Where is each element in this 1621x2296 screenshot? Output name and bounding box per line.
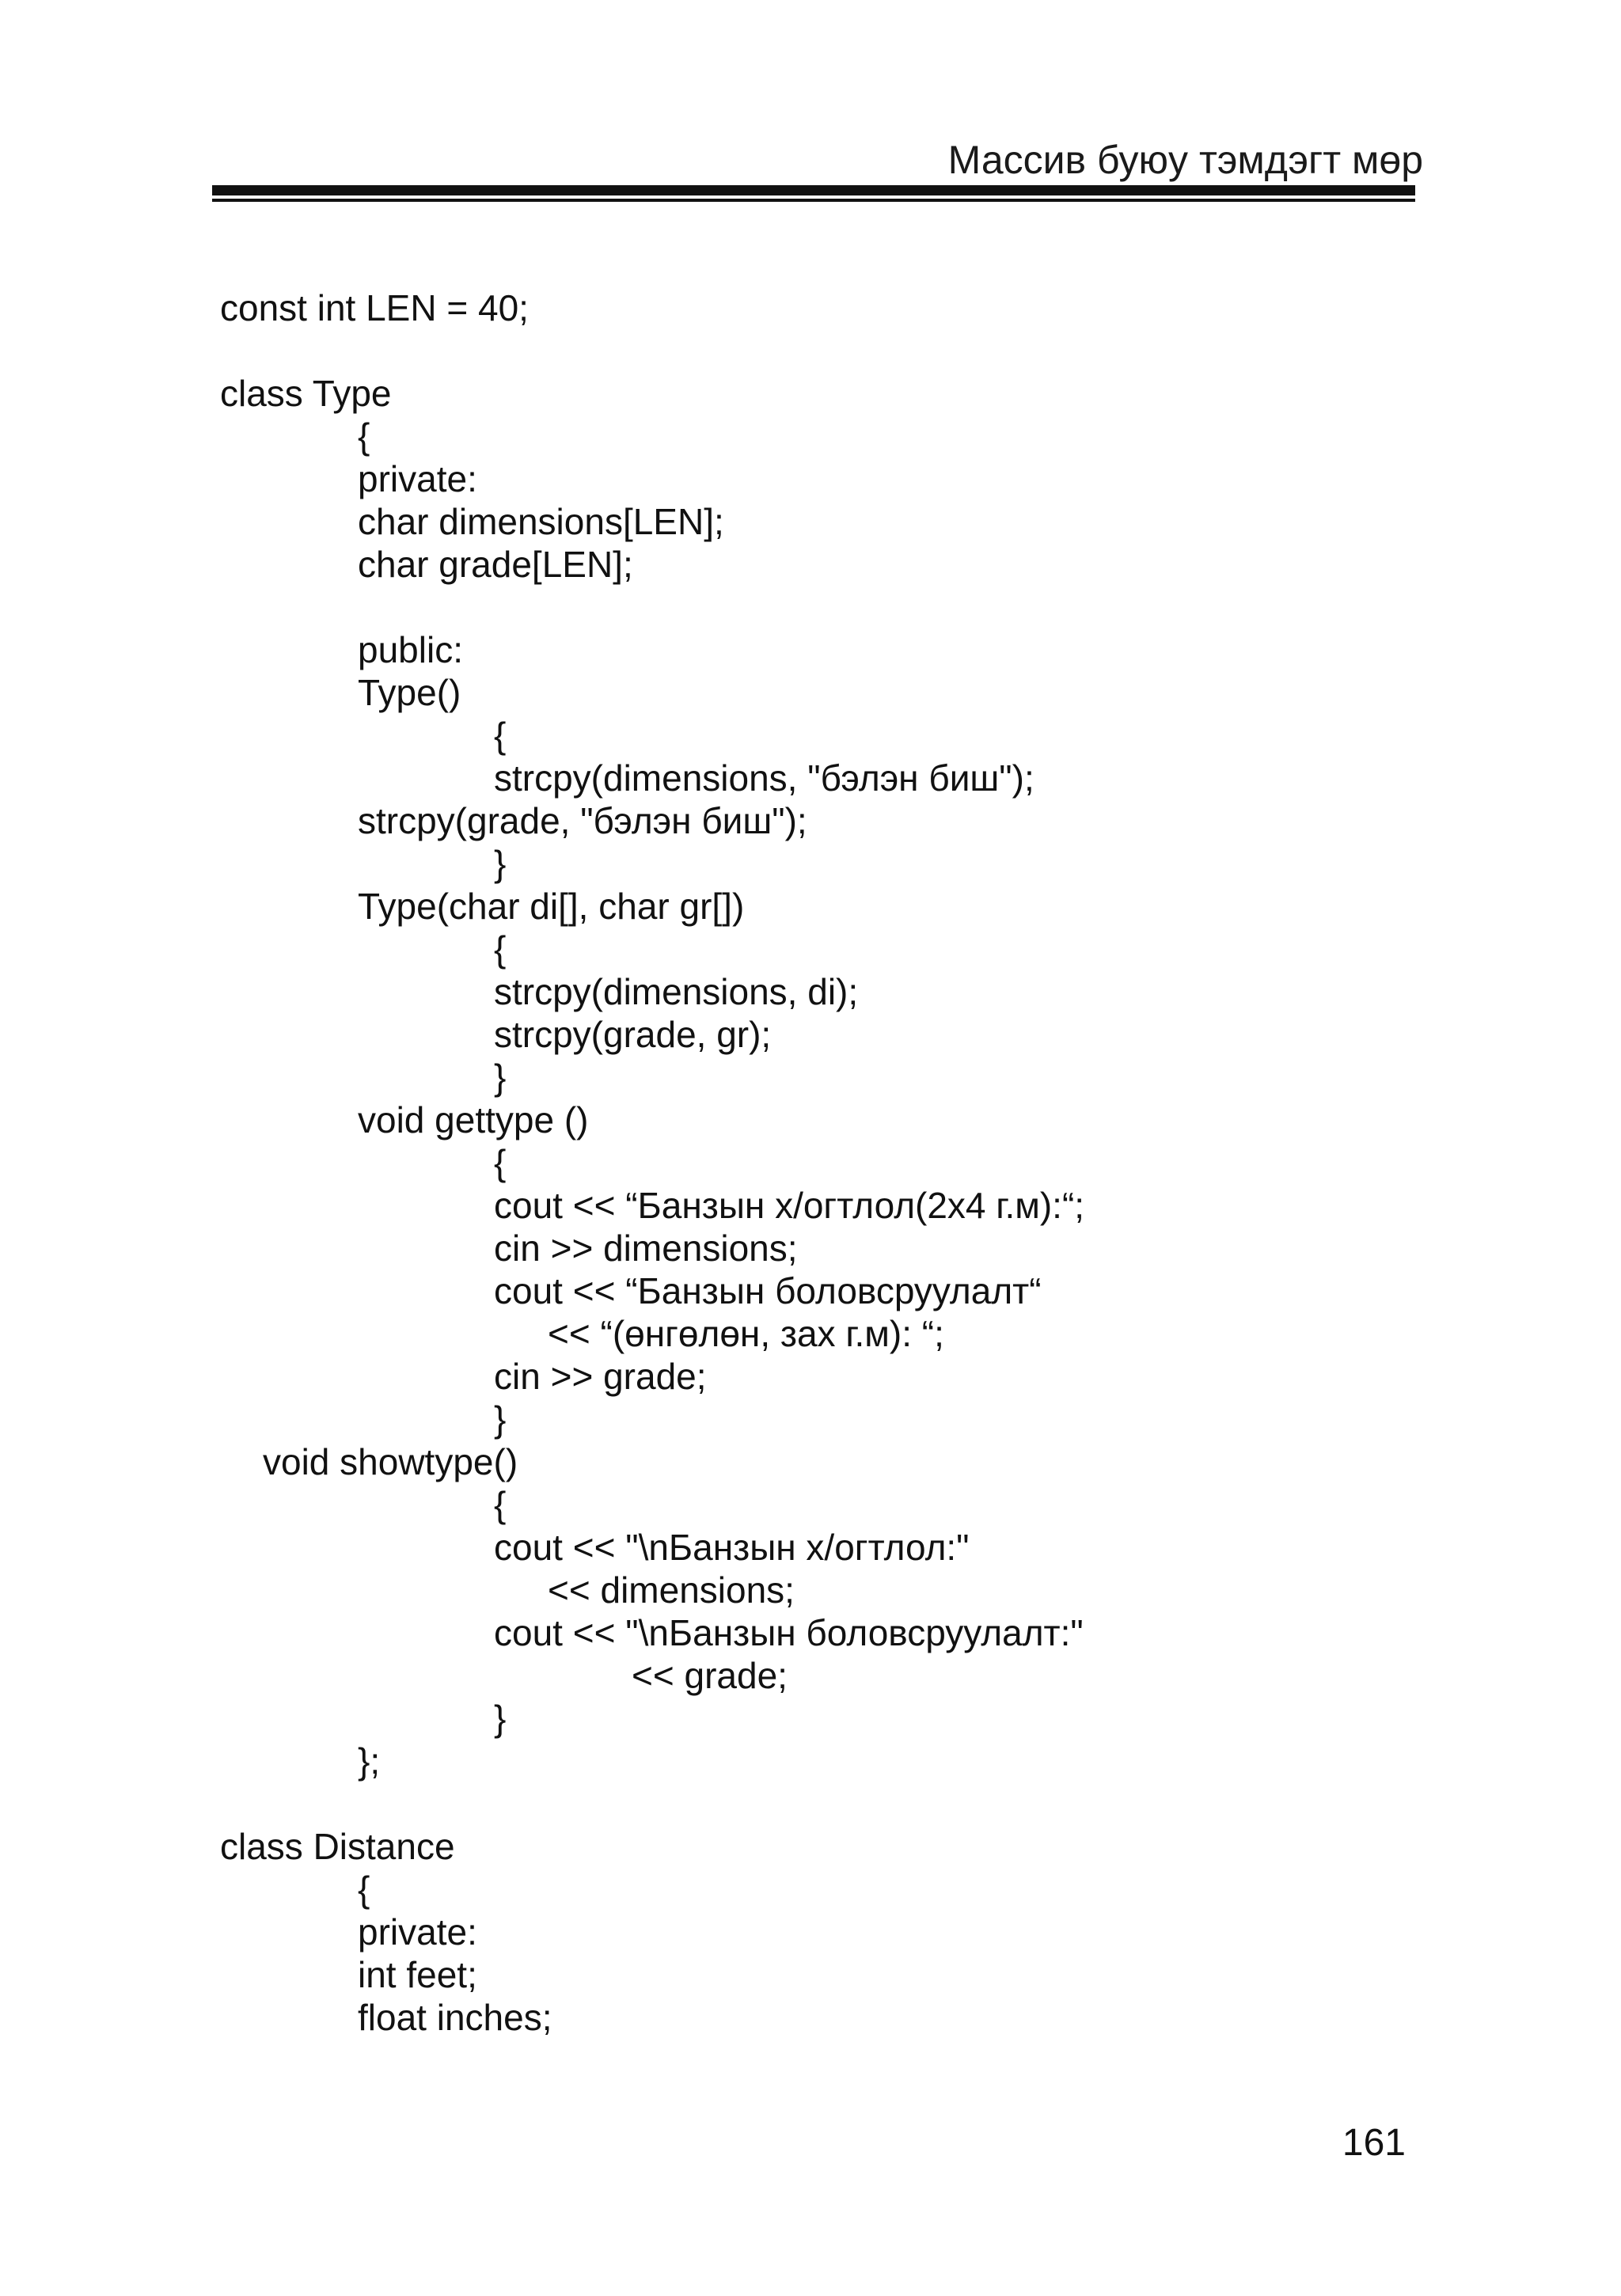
code-line: void showtype()	[220, 1440, 1407, 1483]
code-line: {	[220, 1141, 1407, 1184]
code-line-text: private:	[358, 1911, 477, 1953]
code-line: int feet;	[220, 1953, 1407, 1996]
code-line-text: Type()	[358, 672, 461, 713]
code-line-text: cout << “Банзын боловсруулалт“	[494, 1270, 1042, 1311]
code-line: }	[220, 842, 1407, 885]
code-line-text: {	[494, 928, 507, 970]
code-line: cin >> grade;	[220, 1355, 1407, 1398]
code-line: cout << “Банзын х/огтлол(2x4 г.м):“;	[220, 1184, 1407, 1227]
code-line-text: }	[494, 1057, 507, 1098]
code-line-text: {	[358, 416, 370, 457]
code-line-text: strcpy(grade, "бэлэн биш");	[358, 800, 807, 841]
code-line-text: void gettype ()	[358, 1099, 589, 1140]
code-line-text: strcpy(grade, gr);	[494, 1014, 772, 1055]
code-line: strcpy(dimensions, "бэлэн биш");	[220, 757, 1407, 799]
code-line: {	[220, 928, 1407, 970]
code-line: strcpy(dimensions, di);	[220, 970, 1407, 1013]
code-line: class Type	[220, 372, 1407, 415]
code-line: strcpy(grade, "бэлэн биш");	[220, 799, 1407, 842]
code-line: {	[220, 1868, 1407, 1911]
code-line: strcpy(grade, gr);	[220, 1013, 1407, 1056]
code-line-text: {	[494, 1142, 507, 1183]
code-line	[220, 329, 1407, 372]
code-line: char dimensions[LEN];	[220, 500, 1407, 543]
code-line: Type()	[220, 671, 1407, 714]
code-line-text: class Type	[220, 373, 392, 414]
code-line-text: void showtype()	[263, 1441, 518, 1482]
code-line-text: cin >> grade;	[494, 1356, 707, 1397]
code-line: {	[220, 415, 1407, 457]
code-line: const int LEN = 40;	[220, 287, 1407, 329]
code-line: cin >> dimensions;	[220, 1227, 1407, 1269]
code-line-text: float inches;	[358, 1997, 552, 2038]
code-line-text: char dimensions[LEN];	[358, 501, 724, 542]
running-header-title: Массив буюу тэмдэгт мөр	[947, 138, 1423, 182]
code-line-text: }	[494, 843, 507, 884]
code-line: cout << "\nБанзын боловсруулалт:"	[220, 1611, 1407, 1654]
code-line-text: char grade[LEN];	[358, 544, 633, 585]
code-line-text: private:	[358, 458, 477, 499]
code-line: }	[220, 1697, 1407, 1740]
code-line-text: << grade;	[632, 1655, 788, 1696]
code-line	[220, 1782, 1407, 1825]
code-line-text: }	[494, 1698, 507, 1739]
code-line: float inches;	[220, 1996, 1407, 2039]
code-line: void gettype ()	[220, 1099, 1407, 1141]
code-line-text: class Distance	[220, 1826, 455, 1867]
code-line: public:	[220, 628, 1407, 671]
header-rule-thick	[212, 185, 1415, 195]
code-line-text: {	[494, 715, 507, 756]
code-line: private:	[220, 1911, 1407, 1953]
code-line: }	[220, 1056, 1407, 1099]
code-line-text: Type(char di[], char gr[])	[358, 886, 745, 927]
code-line-text: int feet;	[358, 1954, 477, 1995]
code-line: private:	[220, 457, 1407, 500]
code-line-text: cout << "\nБанзын х/огтлол:"	[494, 1527, 970, 1568]
code-line: Type(char di[], char gr[])	[220, 885, 1407, 928]
code-line-text: strcpy(dimensions, di);	[494, 971, 859, 1012]
code-line-text: };	[358, 1740, 381, 1782]
code-listing: const int LEN = 40;class Type{private:ch…	[220, 287, 1407, 2039]
code-line-text: {	[494, 1484, 507, 1525]
code-line: << grade;	[220, 1654, 1407, 1697]
code-line: char grade[LEN];	[220, 543, 1407, 586]
code-line-text: strcpy(dimensions, "бэлэн биш");	[494, 757, 1034, 799]
code-line-text: << dimensions;	[548, 1569, 795, 1611]
code-line: };	[220, 1740, 1407, 1782]
page-number: 161	[1342, 2122, 1406, 2164]
code-line-text: cout << "\nБанзын боловсруулалт:"	[494, 1612, 1084, 1653]
code-line-text: const int LEN = 40;	[220, 287, 529, 328]
code-line-text: cout << “Банзын х/огтлол(2x4 г.м):“;	[494, 1185, 1085, 1226]
code-line: cout << “Банзын боловсруулалт“	[220, 1269, 1407, 1312]
code-line: cout << "\nБанзын х/огтлол:"	[220, 1526, 1407, 1569]
code-line: << “(өнгөлөн, зах г.м): “;	[220, 1312, 1407, 1355]
code-line: << dimensions;	[220, 1569, 1407, 1611]
code-line-text: {	[358, 1869, 370, 1910]
code-line-text: << “(өнгөлөн, зах г.м): “;	[548, 1313, 944, 1354]
code-line: {	[220, 714, 1407, 757]
code-line: class Distance	[220, 1825, 1407, 1868]
code-line-text: public:	[358, 629, 463, 670]
code-line: }	[220, 1398, 1407, 1440]
header-rule-thin	[212, 199, 1415, 202]
code-line	[220, 586, 1407, 628]
code-line-text: }	[494, 1398, 507, 1440]
code-line-text: cin >> dimensions;	[494, 1228, 798, 1269]
code-line: {	[220, 1483, 1407, 1526]
